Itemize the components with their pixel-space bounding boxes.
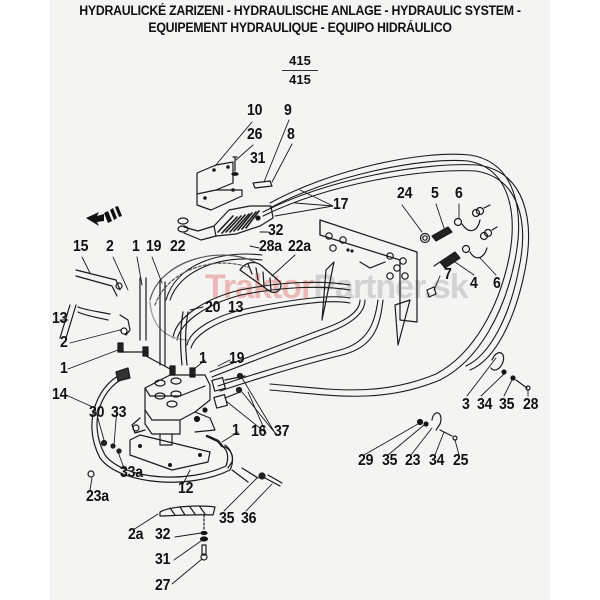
part-callout-6: 6 (493, 275, 501, 292)
group-number: 415 415 (278, 53, 322, 87)
group-number-top: 415 (289, 53, 311, 68)
hydraulic-valve-block (131, 374, 216, 446)
valve-base-plate (129, 434, 211, 471)
part-callout-23: 23 (405, 452, 421, 469)
part-callout-1: 1 (199, 350, 207, 367)
part-callout-13: 13 (52, 310, 68, 327)
bolt (231, 156, 239, 176)
part-callout-19: 19 (146, 238, 162, 255)
part-callout-22a: 22a (288, 238, 311, 255)
vertical-pipes (139, 277, 189, 366)
fittings (117, 342, 196, 378)
left-pipes (59, 269, 131, 339)
part-callout-31: 31 (155, 551, 171, 568)
part-callout-32: 32 (268, 222, 284, 239)
part-callout-1: 1 (132, 238, 140, 255)
part-callout-33: 33 (111, 404, 127, 421)
part-callout-23a: 23a (86, 488, 109, 505)
part-callout-29: 29 (358, 452, 374, 469)
part-callout-2: 2 (60, 334, 68, 351)
part-callout-12: 12 (178, 480, 194, 497)
nut (100, 439, 108, 447)
pressure-line-fittings (205, 434, 283, 487)
part-callout-28: 28 (523, 396, 539, 413)
part-callout-37: 37 (274, 423, 290, 440)
part-callout-2: 2 (106, 238, 114, 255)
part-callout-16: 16 (251, 423, 267, 440)
part-callout-8: 8 (287, 126, 295, 143)
part-callout-20: 20 (205, 299, 221, 316)
spiral-hose-guard (239, 261, 282, 294)
part-callout-35: 35 (382, 452, 398, 469)
part-callout-2a: 2a (128, 526, 144, 543)
coupler-ring (149, 254, 256, 341)
part-callout-17: 17 (333, 196, 349, 213)
hose-bundle (165, 253, 384, 392)
rear-coupler-panel (319, 219, 418, 346)
part-callout-4: 4 (470, 275, 478, 292)
quick-coupler-upper (419, 204, 491, 244)
hose-clamps (211, 372, 246, 409)
part-callout-34: 34 (429, 452, 445, 469)
part-callout-30: 30 (89, 404, 105, 421)
part-callout-19: 19 (229, 350, 245, 367)
callout-leader-lines (59, 119, 529, 585)
dust-cap (426, 286, 437, 298)
diagram-title-line-1: HYDRAULICKÉ ZARIZENI - HYDRAULISCHE ANLA… (79, 3, 521, 18)
washer (116, 448, 122, 454)
part-callout-13: 13 (228, 299, 244, 316)
shim-plate (252, 180, 273, 189)
part-callout-14: 14 (52, 386, 68, 403)
part-callout-10: 10 (247, 102, 263, 119)
part-callout-31: 31 (250, 150, 266, 167)
part-callout-26: 26 (247, 126, 263, 143)
part-callout-9: 9 (284, 102, 292, 119)
part-callout-25: 25 (453, 452, 469, 469)
diagram-title-line-2: EQUIPEMENT HYDRAULIQUE - EQUIPO HIDRÁULI… (148, 20, 452, 35)
group-number-bottom: 415 (289, 72, 311, 87)
part-callout-33a: 33a (120, 464, 143, 481)
part-callout-1: 1 (232, 422, 240, 439)
hose-loop (262, 153, 530, 397)
group-number-divider (282, 70, 318, 71)
pressure-hose (91, 367, 234, 483)
washer (87, 470, 95, 478)
part-callout-28a: 28a (259, 238, 282, 255)
part-callout-27: 27 (155, 577, 171, 594)
hose-clamp-lower-right (416, 412, 458, 441)
control-valve-body (177, 205, 274, 241)
forward-direction-arrow-icon (86, 206, 122, 226)
part-callout-15: 15 (73, 238, 89, 255)
part-callout-35: 35 (219, 510, 235, 527)
part-callout-7: 7 (444, 266, 452, 283)
hose-clamp-upper-right (490, 352, 531, 391)
part-callout-1: 1 (60, 360, 68, 377)
part-callout-5: 5 (431, 185, 439, 202)
bolt-stack (199, 514, 209, 561)
part-callout-35: 35 (499, 396, 515, 413)
part-callout-6: 6 (455, 185, 463, 202)
watermark-part-2: Partner.sk (313, 268, 468, 306)
part-callout-22: 22 (170, 238, 186, 255)
hose-guard-spiral (159, 505, 216, 517)
part-callout-36: 36 (241, 510, 257, 527)
part-callout-3: 3 (462, 396, 470, 413)
quick-coupler-lower (433, 226, 498, 269)
part-callout-32: 32 (155, 526, 171, 543)
part-callout-34: 34 (477, 396, 493, 413)
part-callout-24: 24 (397, 185, 413, 202)
